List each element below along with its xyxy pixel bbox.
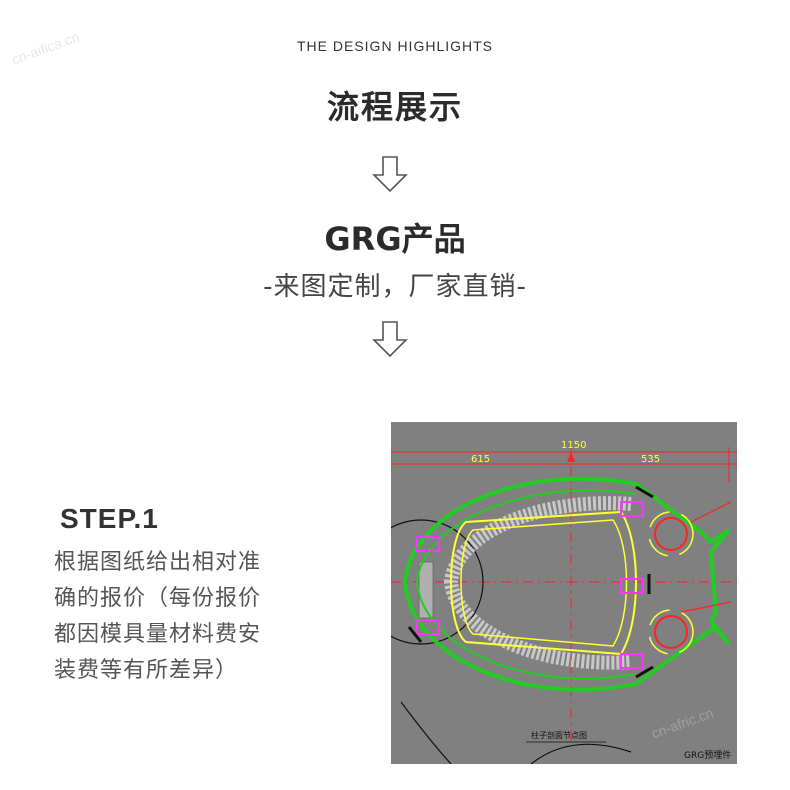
product-title: GRG产品 bbox=[324, 220, 466, 258]
dim-right: 535 bbox=[641, 454, 660, 465]
section-title: 流程展示 bbox=[326, 88, 463, 126]
step-description: 根据图纸给出相对准确的报价（每份报价都因模具量材料费安装费等有所差异） bbox=[54, 550, 262, 683]
cad-drawing-svg: 1150 615 535 bbox=[391, 440, 737, 764]
step-label: STEP.1 bbox=[60, 503, 159, 534]
arrow-down-icon bbox=[372, 156, 408, 193]
drawing-caption: 柱子剖面节点图 bbox=[531, 730, 587, 740]
section-eyebrow: THE DESIGN HIGHLIGHTS bbox=[296, 38, 494, 54]
arrow-down-icon bbox=[372, 321, 408, 358]
drawing-corner-label: GRG预埋件 bbox=[684, 749, 731, 761]
dim-left: 615 bbox=[471, 454, 490, 465]
cad-drawing: 1150 615 535 bbox=[391, 422, 737, 764]
dim-total: 1150 bbox=[561, 440, 586, 451]
product-subtitle: -来图定制，厂家直销- bbox=[263, 272, 527, 302]
